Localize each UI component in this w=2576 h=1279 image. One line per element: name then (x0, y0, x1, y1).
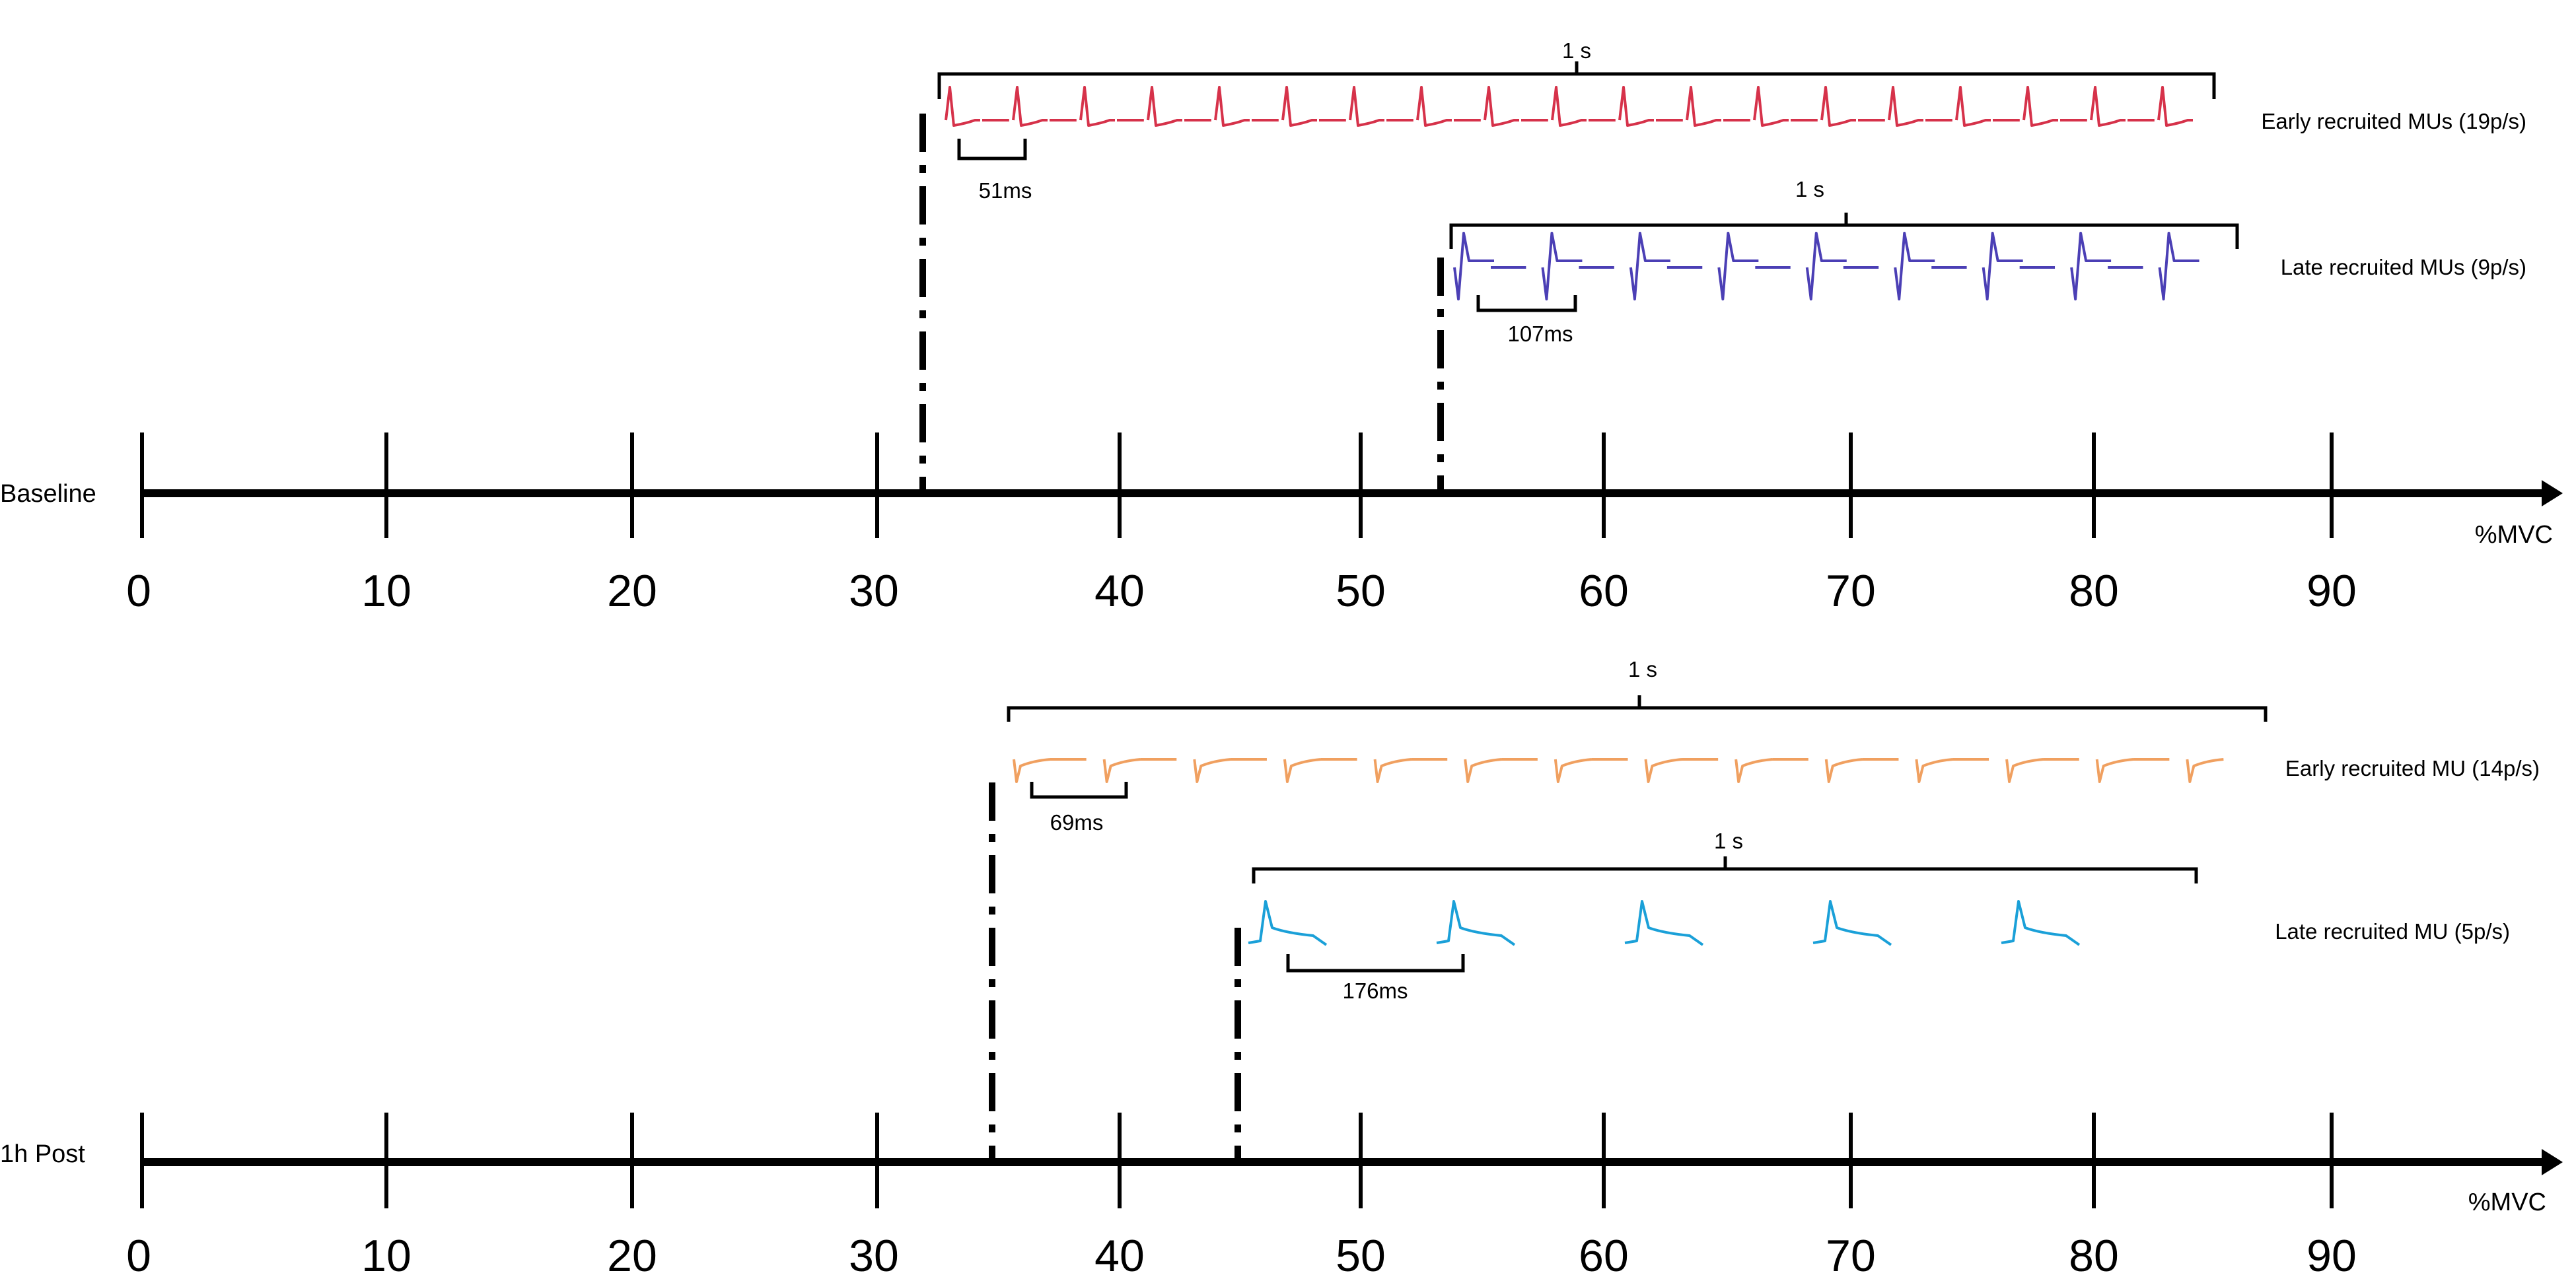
axis-baseline: 0 10 20 30 40 50 60 70 80 90 (126, 432, 2563, 616)
axis-label-mvc: %MVC (2468, 1189, 2546, 1216)
motor-unit-spike-train (945, 86, 2193, 127)
train-early-post: 1 s 69ms Early recruited MU (14p/s) (989, 657, 2540, 1161)
train-late-post: 1 s 176ms Late recruited MU (5p/s) (1234, 829, 2510, 1161)
axis-tick-label: 30 (849, 566, 899, 616)
axis-tick-label: 0 (126, 566, 151, 616)
axis-tick-label: 90 (2307, 1231, 2357, 1279)
axis-label-mvc: %MVC (2475, 521, 2553, 549)
axis-tick-label: 20 (607, 1231, 657, 1279)
axis-tick-label: 50 (1336, 566, 1386, 616)
axis-tick-label: 50 (1336, 1231, 1386, 1279)
axis-post: 0 10 20 30 40 50 60 70 80 90 (126, 1113, 2563, 1279)
axis-ticks: 0 10 20 30 40 50 60 70 80 90 (126, 1113, 2357, 1279)
interval-bracket (957, 139, 1027, 160)
axis-tick-label: 0 (126, 1231, 151, 1279)
train-name: Late recruited MU (5p/s) (2275, 919, 2510, 944)
interval-label: 69ms (1050, 810, 1104, 835)
axis-ticks: 0 10 20 30 40 50 60 70 80 90 (126, 432, 2357, 616)
duration-bracket (937, 72, 2216, 99)
spike-train (1248, 900, 2081, 946)
axis-tick-label: 40 (1094, 566, 1145, 616)
axis-tick-label: 60 (1579, 1231, 1629, 1279)
interval-label: 107ms (1507, 322, 1573, 346)
duration-bracket (1007, 706, 2268, 722)
axis-tick-label: 80 (2069, 1231, 2119, 1279)
axis-arrow-icon (2542, 480, 2563, 506)
axis-tick-label: 70 (1826, 566, 1876, 616)
duration-bracket (1449, 223, 2239, 249)
duration-label: 1 s (1562, 38, 1591, 63)
interval-bracket (1286, 954, 1465, 973)
axis-tick-label: 10 (361, 566, 411, 616)
axis-tick-label: 80 (2069, 566, 2119, 616)
condition-label-post: 1h Post (0, 1140, 85, 1168)
duration-bracket (1252, 867, 2198, 883)
duration-label: 1 s (1795, 177, 1824, 201)
train-name: Early recruited MUs (19p/s) (2261, 109, 2526, 133)
motor-unit-spike-train (1013, 758, 2224, 783)
train-early-baseline: 1 s 51ms Early recruited MUs (19p/s) (919, 38, 2526, 492)
axis-tick-label: 30 (849, 1231, 899, 1279)
axis-tick-label: 20 (607, 566, 657, 616)
duration-label: 1 s (1714, 829, 1743, 853)
train-name: Early recruited MU (14p/s) (2285, 756, 2540, 780)
spike-train (945, 86, 2193, 127)
axis-tick-label: 60 (1579, 566, 1629, 616)
axis-tick-label: 90 (2307, 566, 2357, 616)
axis-tick-label: 40 (1094, 1231, 1145, 1279)
condition-label-baseline: Baseline (0, 480, 96, 508)
interval-bracket (1476, 295, 1577, 312)
axis-tick-label: 10 (361, 1231, 411, 1279)
interval-label: 176ms (1342, 979, 1408, 1003)
motor-unit-spike-train (1453, 232, 2200, 300)
spike-train (1453, 232, 2200, 300)
panel-baseline: Baseline 0 10 20 30 40 50 60 70 80 90 %MVC 1 s 51… (0, 38, 2563, 616)
train-late-baseline: 1 s 107ms Late recruited MUs (9p/s) (1437, 177, 2526, 492)
axis-arrow-icon (2542, 1149, 2563, 1175)
train-name: Late recruited MUs (9p/s) (2281, 255, 2526, 279)
panel-post: 1h Post 0 10 20 30 40 50 60 70 80 90 %MVC 1 s 69m… (0, 657, 2563, 1279)
duration-label: 1 s (1628, 657, 1657, 681)
motor-unit-spike-train (1248, 900, 2081, 946)
axis-tick-label: 70 (1826, 1231, 1876, 1279)
interval-bracket (1030, 782, 1128, 799)
interval-label: 51ms (979, 178, 1032, 203)
spike-train (1013, 758, 2224, 783)
